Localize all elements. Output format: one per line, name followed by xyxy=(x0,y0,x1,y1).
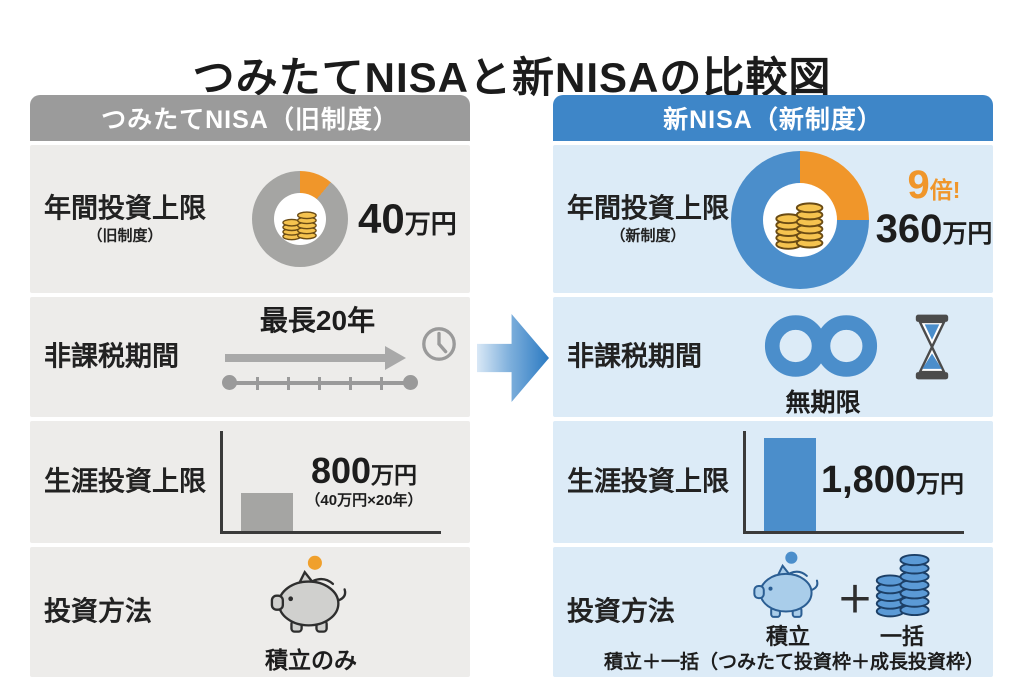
row-label: 年間投資上限 （新制度） xyxy=(567,192,729,247)
timeline-end-dot xyxy=(403,375,418,390)
donut-hole xyxy=(274,193,326,245)
row-annual-limit-old: 年間投資上限 （旧制度） xyxy=(30,145,470,293)
row-invest-method-old: 投資方法 積立のみ xyxy=(30,547,470,677)
lifetime-limit-bar-chart-old xyxy=(220,431,441,534)
page-title: つみたてNISAと新NISAの比較図 xyxy=(192,54,832,102)
timeline-tick xyxy=(318,377,321,390)
annual-limit-sublabel: （新制度） xyxy=(610,227,686,245)
invest-method-label: 投資方法 xyxy=(44,596,152,627)
timeline-tick xyxy=(349,377,352,390)
timeline-start-dot xyxy=(222,375,237,390)
panel-header-old: つみたてNISA（旧制度） xyxy=(30,95,470,141)
piggy-bank-icon xyxy=(270,555,347,633)
row-lifetime-limit-old: 生涯投資上限 800万円 （40万円×20年） xyxy=(30,421,470,543)
annual-limit-sublabel: （旧制度） xyxy=(87,227,163,245)
timeline-icon xyxy=(222,375,418,391)
period-arrow-icon xyxy=(225,346,406,370)
lifetime-limit-label: 生涯投資上限 xyxy=(44,466,206,497)
max-duration-text: 最長20年 xyxy=(259,305,376,336)
lifetime-limit-value-new: 1,800万円 xyxy=(820,459,965,501)
invest-method-label: 投資方法 xyxy=(567,596,675,627)
infinity-icon xyxy=(764,315,878,377)
plus-sign: ＋ xyxy=(837,579,874,620)
value-line: 800万円 xyxy=(310,450,418,491)
timeline-tick xyxy=(256,377,259,390)
annual-limit-label: 年間投資上限 xyxy=(567,193,729,224)
bar-1800 xyxy=(764,438,816,531)
multiplier-badge: 9倍! xyxy=(907,163,961,207)
panel-shin-nisa: 新NISA（新制度） 年間投資上限 （新制度） xyxy=(553,95,993,677)
annual-limit-donut-chart-new xyxy=(731,151,869,289)
row-taxfree-period-new: 非課税期間 無期限 xyxy=(553,297,993,417)
transition-arrow-icon xyxy=(477,314,549,402)
value-line: 360万円 xyxy=(875,207,993,251)
piggy-bank-icon xyxy=(753,551,819,618)
row-taxfree-period-old: 非課税期間 最長20年 xyxy=(30,297,470,417)
donut-hole xyxy=(762,182,838,258)
row-label: 年間投資上限 （旧制度） xyxy=(44,192,206,247)
row-invest-method-new: 投資方法 積立 ＋ xyxy=(553,547,993,677)
timeline-tick xyxy=(287,377,290,390)
panel-header-new: 新NISA（新制度） xyxy=(553,95,993,141)
method-ikkatsu-label: 一括 xyxy=(879,624,924,649)
timeline-tick xyxy=(380,377,383,390)
annual-limit-value-new: 9倍! 360万円 xyxy=(871,163,997,251)
invest-method-caption: 積立＋一括（つみたて投資枠＋成長投資枠） xyxy=(603,652,984,673)
annual-limit-label: 年間投資上限 xyxy=(44,193,206,224)
coins-icon xyxy=(282,211,317,241)
invest-method-value-old: 積立のみ xyxy=(265,647,357,673)
annual-limit-donut-chart-old xyxy=(252,171,348,267)
lifetime-limit-bar-chart-new xyxy=(743,431,964,534)
row-annual-limit-new: 年間投資上限 （新制度） xyxy=(553,145,993,293)
coins-icon xyxy=(775,202,824,250)
method-tsumitate-label: 積立 xyxy=(765,624,810,649)
lifetime-limit-note: （40万円×20年） xyxy=(305,492,423,510)
lifetime-limit-label: 生涯投資上限 xyxy=(567,466,729,497)
lifetime-limit-value-old: 800万円 （40万円×20年） xyxy=(285,449,443,510)
unlimited-text: 無期限 xyxy=(785,389,861,417)
bar-800 xyxy=(241,493,293,531)
coin-stack-icon xyxy=(875,553,930,618)
hourglass-icon xyxy=(915,314,949,380)
taxfree-period-label: 非課税期間 xyxy=(44,341,179,372)
row-lifetime-limit-new: 生涯投資上限 1,800万円 xyxy=(553,421,993,543)
clock-icon xyxy=(422,327,456,361)
annual-limit-value-old: 40万円 xyxy=(358,195,457,242)
panel-tsumitate-nisa: つみたてNISA（旧制度） 年間投資上限 （旧制度） xyxy=(30,95,470,677)
taxfree-period-label: 非課税期間 xyxy=(567,341,702,372)
